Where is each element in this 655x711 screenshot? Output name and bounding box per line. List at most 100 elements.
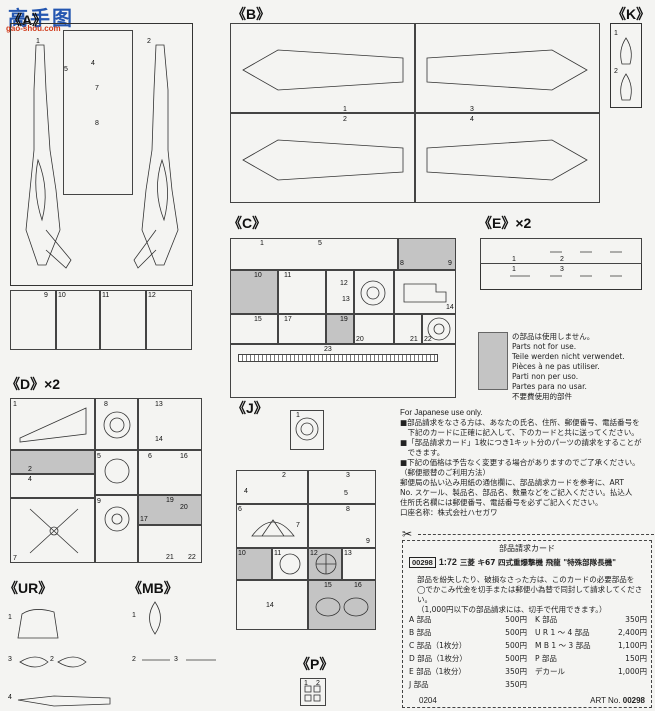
sprue-j-canopy <box>251 519 295 537</box>
sprue-e-num-1b: 1 <box>512 266 516 273</box>
sprue-j-num-4: 4 <box>244 488 248 495</box>
section-label-p: 《P》 <box>296 656 334 672</box>
sprue-d-part-5 <box>104 458 130 484</box>
card-art-no-label: ART No. <box>590 696 621 705</box>
sprue-d-box-16 <box>138 450 202 495</box>
ur-num-4: 4 <box>8 694 12 701</box>
sprue-j-box-windows <box>308 504 376 548</box>
sprue-c-part-14 <box>403 283 447 303</box>
sprue-j-num-2: 2 <box>282 472 286 479</box>
sprue-c-num-14: 14 <box>446 304 454 311</box>
sprue-b-num-2: 2 <box>343 116 347 123</box>
sprue-c-box-20 <box>354 314 394 344</box>
sprue-j-num-5: 5 <box>344 490 348 497</box>
sprue-j-box-1 <box>290 410 324 450</box>
sprue-d-num-13: 13 <box>155 401 163 408</box>
sprue-j-num-1: 1 <box>296 412 300 419</box>
info-line-8: No. スケール、製品名、部品名、数量などをご記入ください。払込人 <box>400 488 633 497</box>
sprue-a-box-9 <box>10 290 56 350</box>
sprue-c-box-11 <box>278 270 326 314</box>
price-part: J 部品 <box>409 680 429 689</box>
card-title-row: 00298 1:72 三菱 キ67 四式重爆撃機 飛龍 "特殊部隊長機" <box>409 555 647 569</box>
sprue-c-num-15: 15 <box>254 316 262 323</box>
sprue-c-num-19: 19 <box>340 316 348 323</box>
section-label-mb: 《MB》 <box>128 580 178 596</box>
sprue-c-box-12 <box>326 270 354 314</box>
info-block: For Japanese use only. ■部品請求をなさる方は、あなたの氏… <box>400 408 652 518</box>
mb-num-1: 1 <box>132 612 136 619</box>
ur-part-1 <box>17 609 59 639</box>
sprue-e-num-2: 2 <box>560 256 564 263</box>
card-intro-1: 部品を紛失したり、破損なさった方は、このカードの必要部品を <box>417 575 635 584</box>
sprue-b-box-3 <box>415 23 600 113</box>
sprue-j-box-14 <box>236 580 308 630</box>
sprue-d-box-7 <box>10 498 95 563</box>
sprue-b-wing-3 <box>426 49 588 91</box>
logo-text: 高手图 <box>8 6 74 30</box>
info-line-6: （郵便振替のご利用方法） <box>400 468 490 477</box>
price-value: 2,400円 <box>618 628 647 637</box>
sprue-c-num-13: 13 <box>342 296 350 303</box>
info-line-5: ■下記の価格は予告なく変更する場合がありますのでご了承ください。 <box>400 458 640 467</box>
logo-url: gao-shou.com <box>6 24 61 33</box>
sprue-a-box-10 <box>56 290 100 350</box>
sprue-j-num-8: 8 <box>346 506 350 513</box>
mb-part-1 <box>149 601 161 635</box>
sprue-a-num-8: 8 <box>95 120 99 127</box>
price-part: K 部品 <box>535 615 558 624</box>
sprue-a-parts-block <box>63 30 133 195</box>
section-label-a: 《A》 <box>8 12 47 28</box>
sprue-d-num-20: 20 <box>180 504 188 511</box>
price-row: P 部品 150円 <box>535 652 647 665</box>
sprue-c-box-17 <box>278 314 326 344</box>
sprue-a-num-5: 5 <box>64 66 68 73</box>
cut-line <box>418 534 654 535</box>
sprue-d-box-19 <box>138 495 202 525</box>
sprue-b-num-3: 3 <box>470 106 474 113</box>
sprue-d-num-8: 8 <box>104 401 108 408</box>
sprue-j-box-top-left <box>236 470 308 504</box>
sprue-d-num-7: 7 <box>13 555 17 562</box>
mb-num-3: 3 <box>174 656 178 663</box>
sprue-c-box-15 <box>230 314 278 344</box>
info-line-1: ■部品請求をなさる方は、あなたの氏名、住所、郵便番号、電話番号を <box>400 418 640 427</box>
price-part: U R 1 ～ 4 部品 <box>535 628 590 637</box>
card-title: 三菱 キ67 四式重爆撃機 飛龍 "特殊部隊長機" <box>459 557 617 567</box>
sprue-frame-a <box>10 23 193 286</box>
sprue-j-num-9: 9 <box>366 538 370 545</box>
sprue-c-part-13 <box>360 280 386 306</box>
sprue-d-num-9: 9 <box>97 498 101 505</box>
section-label-d: 《D》×2 <box>6 376 61 392</box>
sprue-a-num-11: 11 <box>102 292 110 299</box>
sprue-d-part-8 <box>103 411 131 439</box>
info-japan-only: For Japanese use only. <box>400 408 483 417</box>
sprue-d-propeller <box>29 508 79 554</box>
price-part: E 部品（1枚分） <box>409 667 466 676</box>
sprue-c-num-22: 22 <box>424 336 432 343</box>
legend-line-3: Pièces à ne pas utiliser. <box>512 362 600 371</box>
sprue-d-box-2 <box>10 450 95 474</box>
section-label-ur: 《UR》 <box>4 580 53 596</box>
legend-line-4: Parti non per uso. <box>512 372 579 381</box>
sprue-d-num-17: 17 <box>140 516 148 523</box>
sprue-j-num-13: 13 <box>344 550 352 557</box>
sprue-b-wing-4 <box>426 139 588 181</box>
sprue-d-box-13 <box>138 398 202 450</box>
ur-num-2: 2 <box>50 656 54 663</box>
price-part: C 部品（1枚分） <box>409 641 467 650</box>
sprue-a-box-12 <box>146 290 192 350</box>
price-value: 350円 <box>625 615 647 624</box>
sprue-c-num-8: 8 <box>400 260 404 267</box>
price-value: 150円 <box>625 654 647 663</box>
price-row: E 部品（1枚分）350円 <box>409 665 527 678</box>
sprue-c-num-23: 23 <box>324 346 332 353</box>
price-value: 500円 <box>505 615 527 624</box>
sprue-d-box-9 <box>95 495 138 563</box>
sprue-c-num-11: 11 <box>284 272 292 279</box>
sprue-c-row1-shaded <box>398 238 456 270</box>
sprue-d-part-9 <box>104 506 130 532</box>
sprue-j-part-1 <box>295 417 319 441</box>
price-part: P 部品 <box>535 654 557 663</box>
sprue-d-box-1 <box>10 398 95 450</box>
